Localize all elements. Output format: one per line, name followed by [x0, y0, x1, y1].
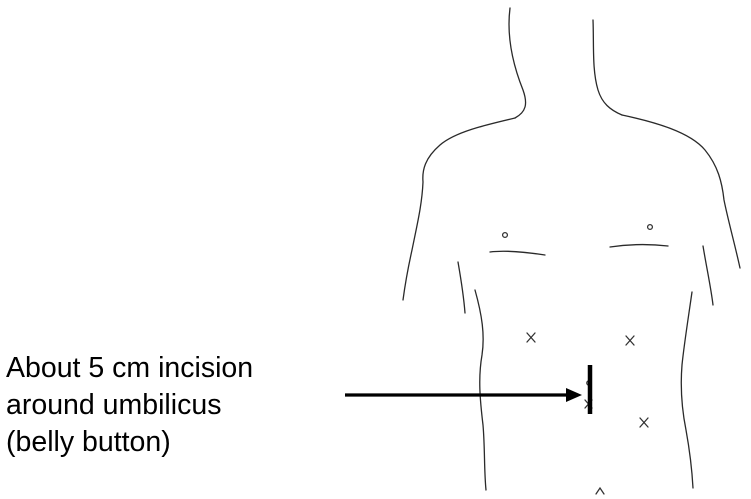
right-chest-line	[610, 245, 668, 247]
right-armpit-outline	[703, 246, 713, 305]
pointer-arrow-head	[566, 388, 582, 402]
left-nipple-mark	[503, 233, 508, 238]
left-torso-outline	[475, 290, 486, 490]
right-nipple-mark	[648, 225, 653, 230]
neck-right-outline	[593, 20, 622, 115]
right-torso-outline	[681, 292, 693, 488]
left-shoulder-outline	[403, 118, 515, 300]
left-armpit-outline	[458, 262, 465, 313]
port-site-x-upper-left	[527, 333, 535, 342]
port-site-x-upper-right	[626, 336, 634, 345]
neck-left-outline	[509, 8, 526, 118]
lower-caret-mark	[596, 488, 604, 494]
left-chest-line	[490, 251, 545, 255]
port-site-x-lower-right	[640, 418, 648, 427]
